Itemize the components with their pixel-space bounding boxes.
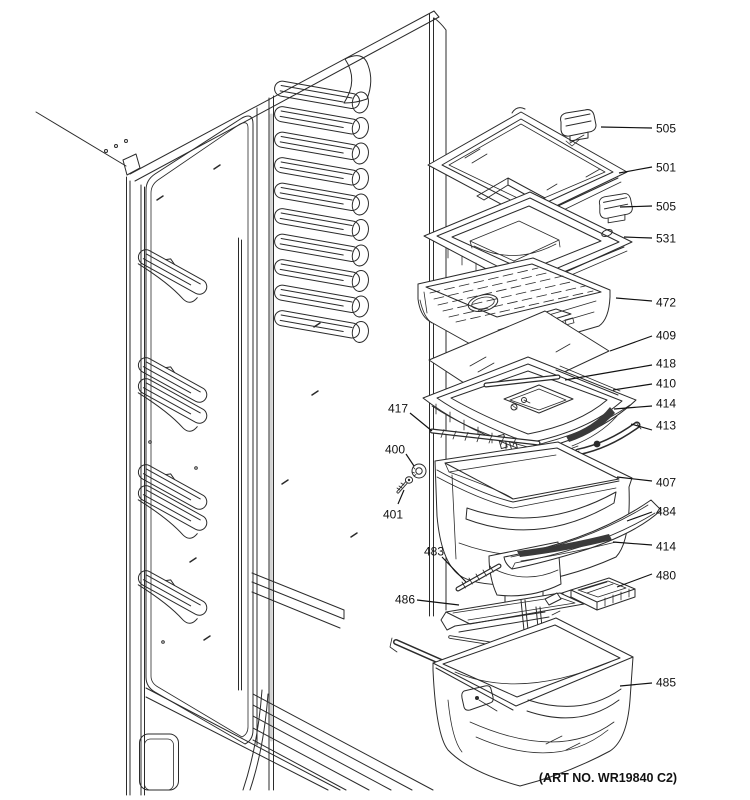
callout-484-label: 484 (656, 505, 676, 519)
callout-505-leader (600, 126, 653, 129)
part-483-rod (455, 563, 502, 592)
callout-414-leader (612, 541, 653, 546)
art-number: (ART NO. WR19840 C2) (539, 771, 677, 785)
callout-486-label: 486 (395, 593, 415, 607)
part-418-rear-trim (555, 369, 619, 396)
callout-401-label: 401 (383, 508, 403, 522)
callout-407-leader (616, 476, 653, 482)
callout-401-leader (397, 489, 405, 505)
louver-top-cap (343, 55, 372, 104)
callout-501-label: 501 (656, 161, 676, 175)
part-400-escutcheon-cap (411, 463, 427, 479)
callout-485-leader (619, 682, 653, 687)
callout-480-label: 480 (656, 569, 676, 583)
exploded-parts (389, 107, 662, 787)
corner-cap (122, 153, 141, 176)
part-418-trim-strip (483, 374, 561, 388)
part-485-bottom-pan (389, 610, 634, 787)
part-505-shelf-clip-b (598, 193, 633, 224)
callout-485-label: 485 (656, 676, 676, 690)
callout-407-label: 407 (656, 476, 676, 490)
callout-472-leader (615, 297, 653, 302)
callouts-layer: 505 501 505 531 472 409 418 410 414 413 407 484 414 4… (383, 122, 676, 690)
callout-531-leader (623, 236, 653, 239)
callout-417-label: 417 (388, 402, 408, 416)
part-414-trim-upper (566, 407, 618, 447)
callout-409-leader (609, 335, 653, 352)
callout-480-leader (616, 573, 653, 588)
callout-483-leader (441, 556, 467, 583)
callout-505-label: 505 (656, 200, 676, 214)
callout-417-leader (409, 412, 433, 432)
callout-531-label: 531 (656, 232, 676, 246)
callout-505-leader (619, 205, 653, 208)
part-401-screw (396, 476, 414, 494)
callout-410-leader (612, 383, 653, 391)
callout-400-leader (405, 453, 415, 467)
part-414-trim-lower (517, 534, 617, 562)
callout-484-leader (626, 511, 653, 522)
callout-418-label: 418 (656, 357, 676, 371)
callout-414-label: 414 (656, 540, 676, 554)
left-wall-panel (145, 115, 254, 745)
callout-409-label: 409 (656, 329, 676, 343)
part-480-slide-bracket (558, 577, 636, 611)
refrigerator-cabinet (35, 10, 447, 796)
screw-ticks (156, 164, 358, 641)
callout-472-label: 472 (656, 296, 676, 310)
callout-505-label: 505 (656, 122, 676, 136)
callout-413-label: 413 (656, 419, 676, 433)
callout-486-leader (416, 599, 460, 606)
callout-410-label: 410 (656, 377, 676, 391)
part-505-shelf-clip-a (560, 109, 597, 142)
callout-413-leader (630, 423, 653, 431)
callout-414-leader (613, 405, 653, 410)
callout-501-leader (618, 166, 653, 174)
pan-slide-arm (389, 637, 449, 667)
louver-bank (274, 55, 372, 343)
callout-483-label: 483 (424, 545, 444, 559)
wall-rails (137, 249, 208, 624)
callout-414-label: 414 (656, 397, 676, 411)
callout-400-label: 400 (385, 443, 405, 457)
part-417-rod (429, 428, 541, 447)
callout-418-leader (564, 364, 653, 381)
